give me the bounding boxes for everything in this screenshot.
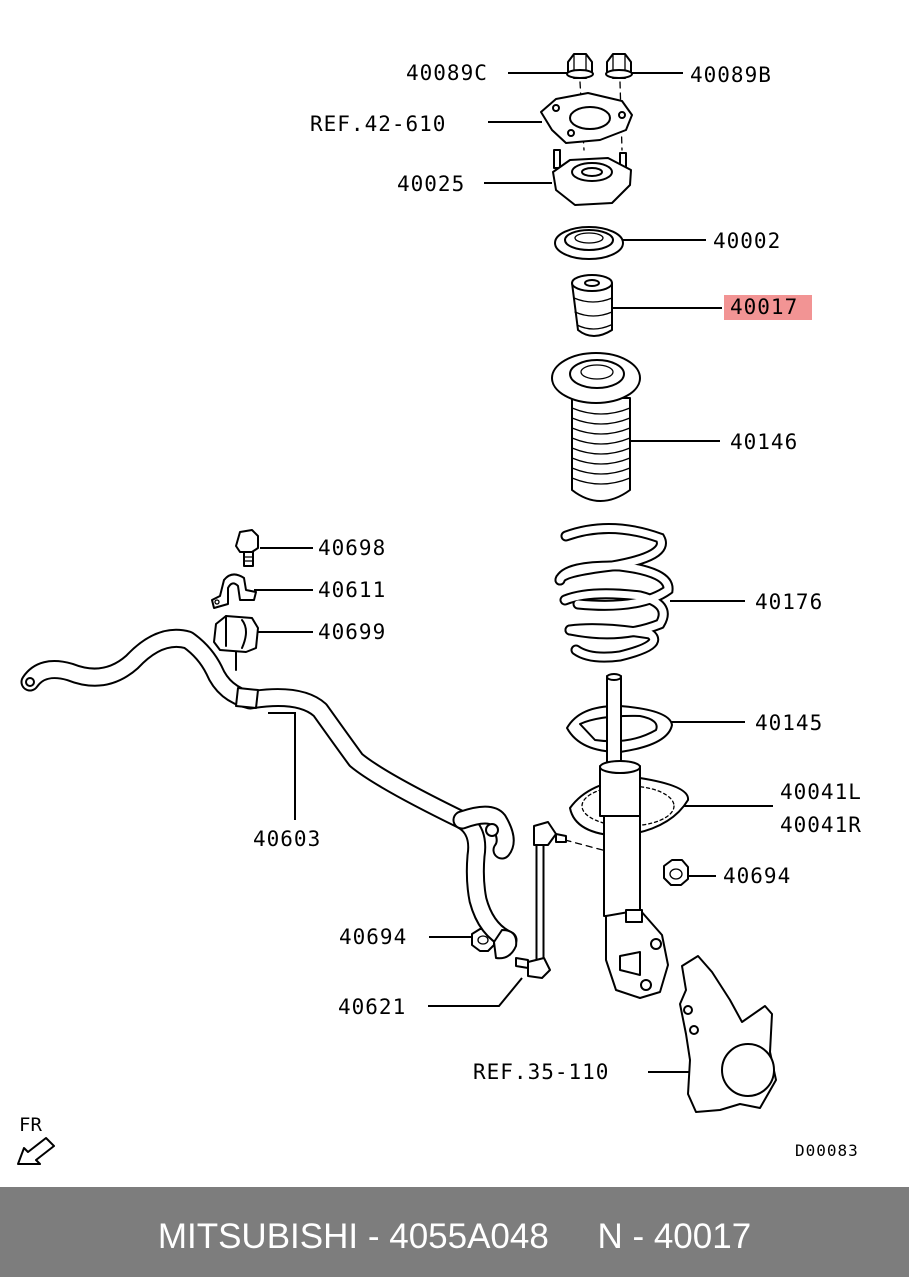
label-40694-left[interactable]: 40694 bbox=[339, 925, 408, 949]
diagram-code: D00083 bbox=[795, 1141, 859, 1160]
stabilizer-link-40621[interactable] bbox=[515, 821, 567, 979]
footer-bar: MITSUBISHI - 4055A048 N - 40017 bbox=[0, 1187, 909, 1277]
parts-diagram: 40089C 40089B REF.42-610 40025 40002 400… bbox=[17, 53, 862, 1165]
dust-cover-40146[interactable] bbox=[551, 352, 641, 502]
spring-pad-40145[interactable] bbox=[566, 673, 673, 767]
label-40694-right[interactable]: 40694 bbox=[723, 864, 792, 888]
label-40698[interactable]: 40698 bbox=[318, 536, 387, 560]
coil-spring-40176[interactable] bbox=[554, 523, 674, 663]
spring-seat-40002[interactable] bbox=[554, 226, 624, 260]
flange-nut-40089c[interactable] bbox=[566, 53, 594, 79]
front-direction-arrow-icon bbox=[17, 1137, 55, 1165]
footer-part-info: MITSUBISHI - 4055A048 N - 40017 bbox=[157, 1217, 752, 1256]
label-40603[interactable]: 40603 bbox=[253, 827, 322, 851]
label-40146[interactable]: 40146 bbox=[730, 430, 799, 454]
upper-plate-ref-42-610[interactable] bbox=[540, 92, 633, 144]
label-40699[interactable]: 40699 bbox=[318, 620, 387, 644]
label-40002[interactable]: 40002 bbox=[713, 229, 782, 253]
label-40041l[interactable]: 40041L bbox=[780, 780, 862, 804]
label-40176[interactable]: 40176 bbox=[755, 590, 824, 614]
label-40041r[interactable]: 40041R bbox=[780, 813, 862, 837]
bushing-40699[interactable] bbox=[213, 615, 259, 671]
knuckle-ref-35-110[interactable] bbox=[679, 955, 777, 1113]
label-ref-35-110[interactable]: REF.35-110 bbox=[473, 1060, 610, 1084]
label-40017-highlighted[interactable]: 40017 bbox=[724, 295, 813, 320]
bracket-40611[interactable] bbox=[211, 573, 257, 609]
label-40025[interactable]: 40025 bbox=[397, 172, 466, 196]
suspension-drawing bbox=[17, 53, 777, 1165]
label-40621[interactable]: 40621 bbox=[338, 995, 407, 1019]
label-ref-42-610[interactable]: REF.42-610 bbox=[310, 112, 447, 136]
strut-body-40041[interactable] bbox=[569, 760, 689, 999]
label-40145[interactable]: 40145 bbox=[755, 711, 824, 735]
front-direction-label: FR bbox=[19, 1114, 42, 1136]
flange-nut-40089b[interactable] bbox=[605, 53, 633, 79]
leader-lines bbox=[254, 72, 773, 1073]
nut-40694-right[interactable] bbox=[663, 859, 689, 886]
bump-stop-40017[interactable] bbox=[571, 274, 613, 337]
label-40089b[interactable]: 40089B bbox=[690, 63, 772, 87]
strut-mount-40025[interactable] bbox=[552, 149, 632, 206]
stabilizer-bar-40603[interactable] bbox=[20, 628, 518, 960]
label-40089c[interactable]: 40089C bbox=[406, 61, 488, 85]
bolt-40698[interactable] bbox=[235, 529, 259, 567]
label-40611[interactable]: 40611 bbox=[318, 578, 387, 602]
